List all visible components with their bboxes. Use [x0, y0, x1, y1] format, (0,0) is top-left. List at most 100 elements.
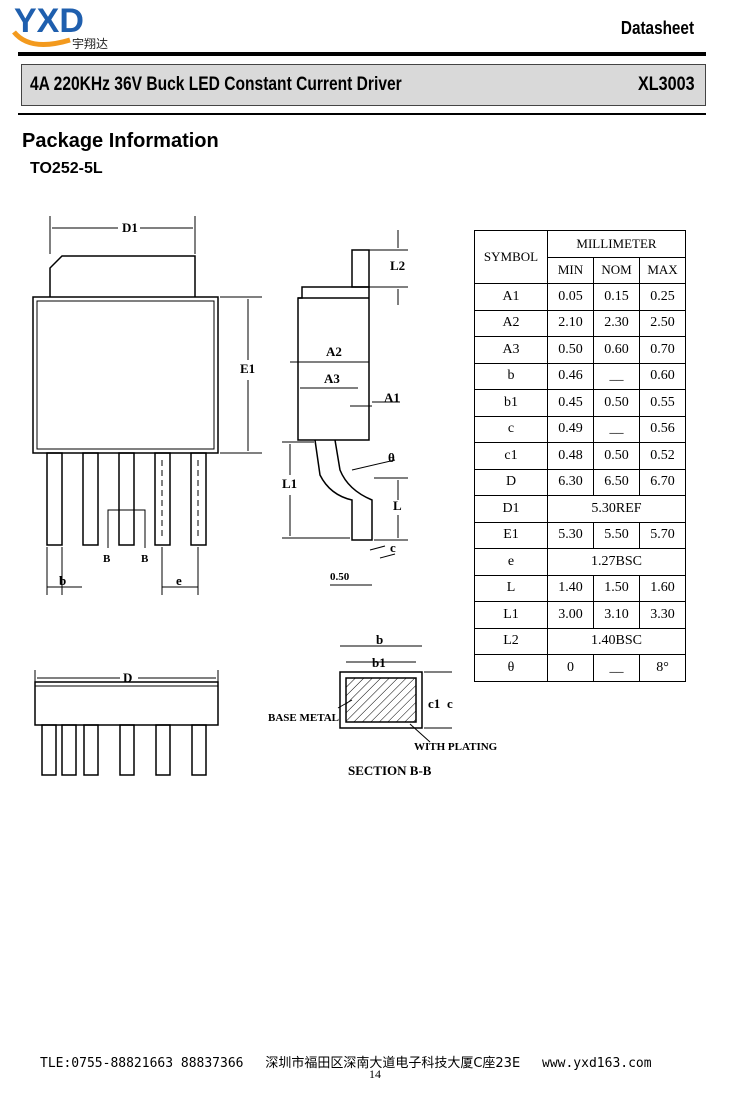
cell-symbol: θ: [474, 654, 548, 682]
cell-span-value: 5.30REF: [547, 495, 686, 523]
cell-span-value: 1.27BSC: [547, 548, 686, 576]
cell-nom: 3.10: [593, 601, 640, 629]
unit-header: MILLIMETER: [547, 230, 686, 258]
cell-min: 3.00: [547, 601, 594, 629]
cell-max: 8°: [639, 654, 686, 682]
cell-min: 0.46: [547, 362, 594, 390]
col-header-max: MAX: [639, 256, 686, 284]
label-l2: L2: [390, 258, 405, 273]
cell-symbol: L2: [474, 627, 548, 655]
label-section-bb: SECTION B-B: [348, 763, 432, 778]
part-number: XL3003: [638, 74, 695, 95]
header-rule: [18, 52, 706, 56]
label-050: 0.50: [330, 571, 350, 583]
cell-max: 0.70: [639, 336, 686, 364]
cell-max: 2.50: [639, 309, 686, 337]
cell-nom: 0.50: [593, 442, 640, 470]
footer-phone: TLE:0755-88821663 88837366: [40, 1056, 244, 1071]
cell-nom: 1.50: [593, 574, 640, 602]
side-view: [282, 230, 408, 586]
cell-max: 6.70: [639, 468, 686, 496]
title-rule: [18, 113, 706, 115]
col-header-min: MIN: [547, 256, 594, 284]
document-title: 4A 220KHz 36V Buck LED Constant Current …: [30, 74, 402, 95]
cell-nom: 2.30: [593, 309, 640, 337]
footer: TLE:0755-88821663 88837366 深圳市福田区深南大道电子科…: [40, 1052, 666, 1071]
top-view: [32, 216, 262, 595]
label-a2: A2: [326, 344, 342, 359]
cell-symbol: L: [474, 574, 548, 602]
label-base-metal: BASE METAL: [268, 712, 339, 724]
label-c: c: [390, 540, 396, 555]
label-l: L: [393, 498, 402, 513]
cell-nom: 6.50: [593, 468, 640, 496]
col-header-nom: NOM: [593, 256, 640, 284]
label-b: b: [59, 573, 66, 588]
cell-max: 0.60: [639, 362, 686, 390]
label-d1: D1: [122, 220, 138, 235]
cell-symbol: c1: [474, 442, 548, 470]
cell-min: 0.48: [547, 442, 594, 470]
cell-max: 1.60: [639, 574, 686, 602]
cell-symbol: b1: [474, 389, 548, 417]
label-c-section: c: [447, 696, 453, 711]
label-d: D: [123, 670, 132, 685]
cell-symbol: e: [474, 548, 548, 576]
cell-min: 1.40: [547, 574, 594, 602]
label-b-section: b: [376, 632, 383, 647]
label-b-right: B: [141, 553, 149, 565]
label-c1: c1: [428, 696, 440, 711]
cell-nom: 0.60: [593, 336, 640, 364]
label-e: e: [176, 573, 182, 588]
cell-max: 0.52: [639, 442, 686, 470]
cell-min: 5.30: [547, 521, 594, 549]
package-name: TO252-5L: [30, 160, 103, 177]
cell-min: 0: [547, 654, 594, 682]
cell-max: 3.30: [639, 601, 686, 629]
company-logo: YXD 宇翔达: [12, 2, 108, 51]
cell-symbol: A3: [474, 336, 548, 364]
package-drawing: D1 E1 B B b e: [32, 216, 498, 778]
cell-min: 0.49: [547, 415, 594, 443]
cell-min: 0.50: [547, 336, 594, 364]
cell-symbol: A1: [474, 283, 548, 311]
cell-symbol: b: [474, 362, 548, 390]
cell-min: 0.05: [547, 283, 594, 311]
title-bar: 4A 220KHz 36V Buck LED Constant Current …: [21, 64, 706, 106]
section-bb-view: [337, 645, 452, 743]
logo-subtext: 宇翔达: [72, 37, 108, 51]
cell-max: 0.56: [639, 415, 686, 443]
logo-text: YXD: [14, 2, 84, 40]
cell-min: 6.30: [547, 468, 594, 496]
label-theta: θ: [388, 450, 395, 465]
section-title: Package Information: [22, 130, 219, 152]
cell-span-value: 1.40BSC: [547, 627, 686, 655]
cell-symbol: D1: [474, 495, 548, 523]
cell-min: 0.45: [547, 389, 594, 417]
page-number: 14: [369, 1067, 381, 1081]
label-a1: A1: [384, 390, 400, 405]
bottom-view: [34, 670, 219, 776]
label-a3: A3: [324, 371, 340, 386]
cell-nom: __: [593, 362, 640, 390]
cell-nom: __: [593, 654, 640, 682]
cell-max: 5.70: [639, 521, 686, 549]
cell-symbol: A2: [474, 309, 548, 337]
cell-symbol: D: [474, 468, 548, 496]
label-l1: L1: [282, 476, 297, 491]
cell-min: 2.10: [547, 309, 594, 337]
footer-website: www.yxd163.com: [542, 1056, 652, 1071]
cell-nom: 0.50: [593, 389, 640, 417]
symbol-header: SYMBOL: [474, 230, 548, 284]
